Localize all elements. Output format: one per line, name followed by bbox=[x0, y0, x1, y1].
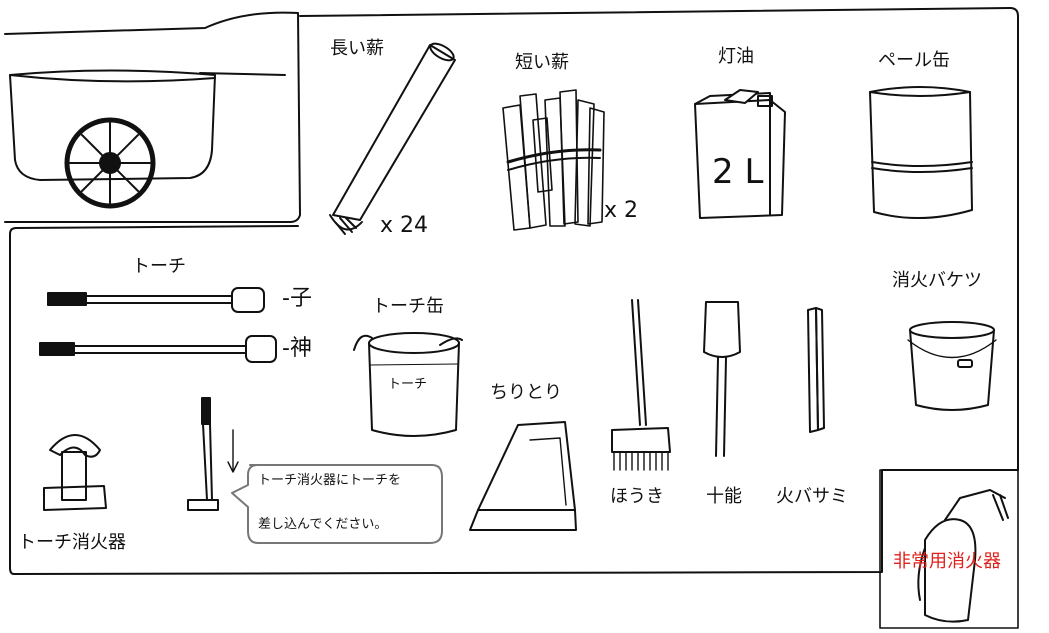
callout-bubble-frame bbox=[231, 464, 443, 544]
short-firewood-qty: x 2 bbox=[604, 198, 639, 223]
broom-icon bbox=[611, 299, 671, 471]
shovel-icon bbox=[703, 301, 741, 457]
torch-can-label: トーチ缶 bbox=[372, 296, 444, 317]
shovel-label: 十能 bbox=[706, 486, 742, 507]
torch-inserted-icon bbox=[187, 397, 239, 511]
torch-god-icon bbox=[39, 335, 277, 363]
callout-line-1: トーチ消火器にトーチを bbox=[258, 473, 402, 488]
extinguisher-panel-frame bbox=[879, 469, 1019, 629]
torch-can-icon bbox=[353, 332, 463, 437]
tongs-label: 火バサミ bbox=[776, 486, 848, 507]
callout-line-2: 差し込んでください。 bbox=[258, 517, 388, 532]
kerosene-label: 灯油 bbox=[718, 46, 754, 67]
torch-child-icon bbox=[47, 287, 265, 313]
torch-label: トーチ bbox=[132, 256, 186, 277]
torch-extinguisher-label: トーチ消火器 bbox=[18, 532, 126, 553]
dustpan-label: ちりとり bbox=[490, 382, 562, 403]
fire-bucket-label: 消火バケツ bbox=[892, 270, 982, 291]
torch-child-mark: -子 bbox=[282, 286, 312, 311]
broom-label: ほうき bbox=[610, 486, 664, 507]
pail-can-icon bbox=[869, 86, 973, 220]
main-panel-frame bbox=[9, 7, 1019, 575]
cart-panel-frame bbox=[4, 11, 301, 223]
torch-extinguisher-icon bbox=[43, 434, 107, 511]
torch-god-mark: -神 bbox=[282, 336, 312, 361]
kerosene-can-mark: 2 L bbox=[712, 152, 764, 192]
emergency-extinguisher-icon bbox=[917, 489, 1009, 623]
long-firewood-icon bbox=[329, 42, 456, 235]
dustpan-icon bbox=[469, 421, 577, 531]
kerosene-can-icon bbox=[694, 89, 786, 219]
fire-bucket-icon bbox=[907, 321, 997, 411]
tongs-icon bbox=[807, 307, 825, 433]
short-firewood-label: 短い薪 bbox=[515, 52, 569, 73]
pail-can-label: ペール缶 bbox=[878, 50, 950, 71]
short-firewood-icon bbox=[502, 89, 605, 231]
torch-can-inner-label: トーチ bbox=[388, 377, 428, 392]
emergency-extinguisher-label: 非常用消火器 bbox=[893, 551, 1001, 572]
long-firewood-qty: x 24 bbox=[380, 213, 429, 238]
long-firewood-label: 長い薪 bbox=[330, 38, 384, 59]
cart-icon bbox=[9, 69, 286, 209]
